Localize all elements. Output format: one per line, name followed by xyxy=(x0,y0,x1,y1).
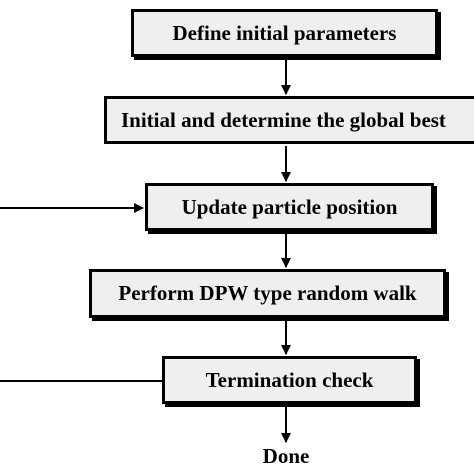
step-initial-label: Initial and determine the global best xyxy=(121,107,446,132)
step-define-parameters: Define initial parameters xyxy=(131,9,438,57)
step-perform-label: Perform DPW type random walk xyxy=(118,281,417,305)
step-termination-check: Termination check xyxy=(162,356,417,404)
step-termination-label: Termination check xyxy=(205,367,374,392)
step-initialize-global-best: Initial and determine the global best xyxy=(104,96,474,144)
step-update-label: Update particle position xyxy=(181,194,398,219)
end-done-label: Done xyxy=(262,444,310,468)
step-update-position: Update particle position xyxy=(145,183,434,231)
step-define-label: Define initial parameters xyxy=(172,20,397,45)
step-random-walk: Perform DPW type random walk xyxy=(89,269,446,318)
